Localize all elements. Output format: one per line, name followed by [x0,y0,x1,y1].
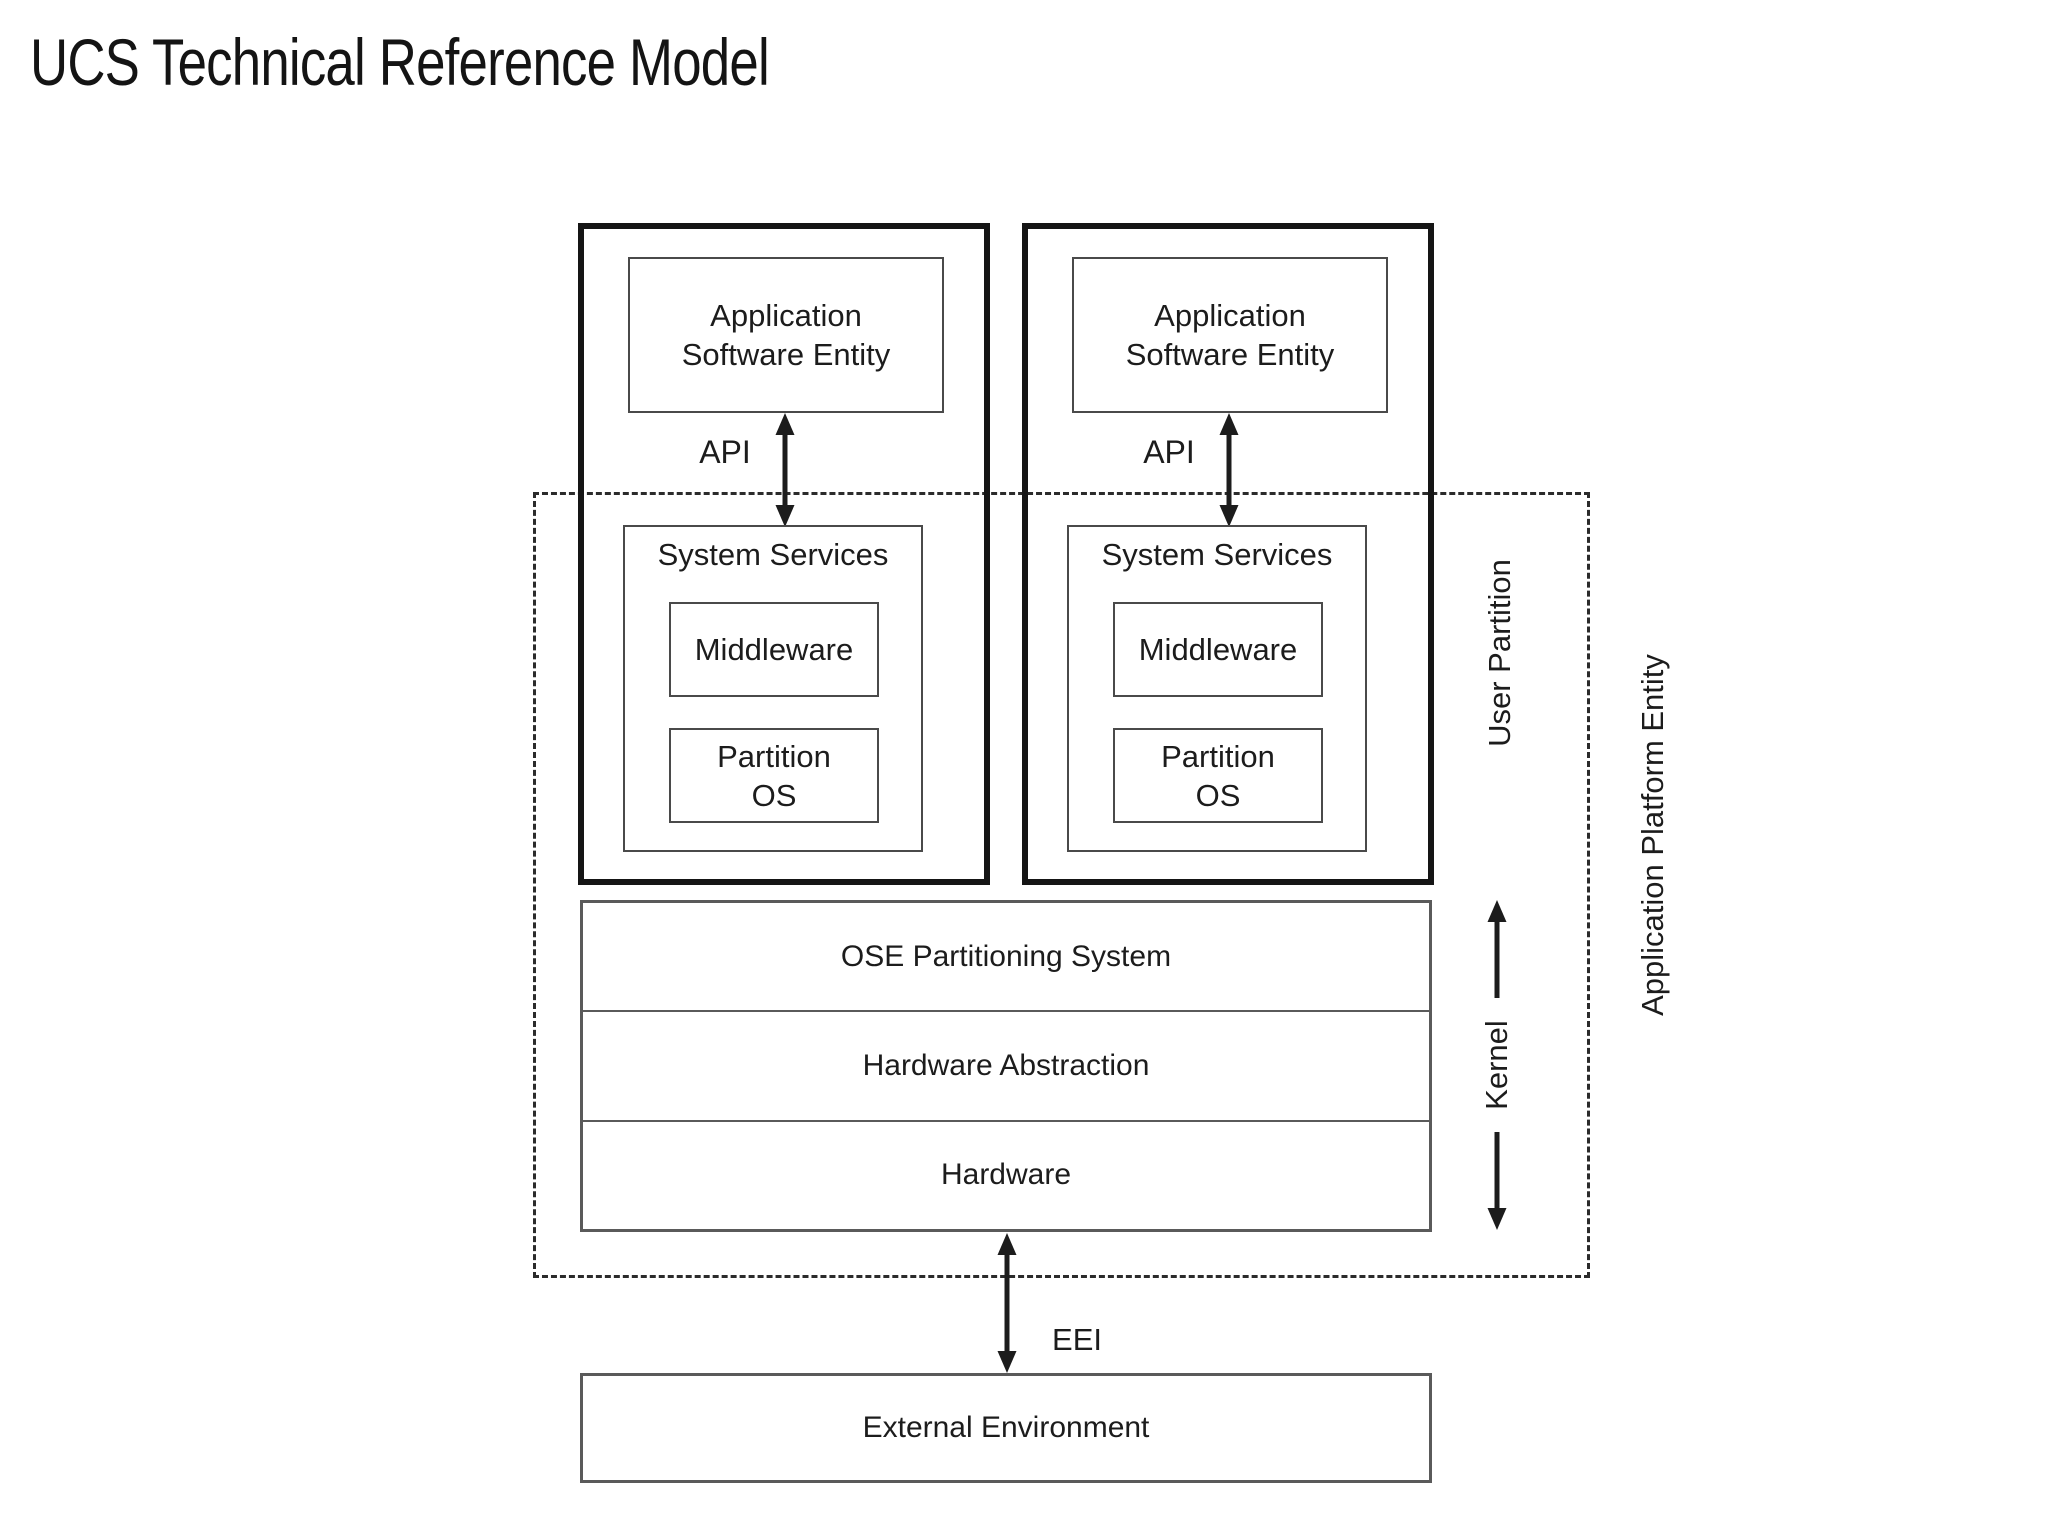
system-services-box: System Services Middleware Partition OS [1067,525,1367,852]
partition-os-line2: OS [1195,777,1241,813]
external-environment-box: External Environment [580,1373,1432,1483]
stack-row-hardware-abstraction: Hardware Abstraction [583,1010,1429,1119]
stack-row-hardware: Hardware [583,1119,1429,1229]
system-services-label: System Services [1101,537,1333,572]
api-label: API [1143,433,1195,470]
system-services-box: System Services Middleware Partition OS [623,525,923,852]
partition-os-box: Partition OS [1113,728,1323,823]
ase-label-line1: Application [710,298,862,333]
middleware-box: Middleware [669,602,879,697]
partition-os-box: Partition OS [669,728,879,823]
kernel-up-arrow [1487,900,1507,998]
application-platform-boundary [533,492,1590,1278]
ase-label-line2: Software Entity [681,337,891,372]
kernel-down-arrow [1487,1132,1507,1230]
ase-label-line1: Application [1154,298,1306,333]
partition-os-line1: Partition [717,738,831,774]
ase-label-line2: Software Entity [1125,337,1335,372]
eei-label: EEI [1052,1322,1102,1357]
eei-double-arrow [997,1233,1017,1373]
api-label: API [699,433,751,470]
application-platform-entity-label: Application Platform Entity [1635,654,1670,1016]
page-title: UCS Technical Reference Model [30,25,770,99]
api-double-arrow [1219,413,1239,527]
application-software-entity-box: Application Software Entity [628,257,944,413]
partition-os-line1: Partition [1161,738,1275,774]
api-double-arrow [775,413,795,527]
platform-stack: OSE Partitioning System Hardware Abstrac… [580,900,1432,1232]
middleware-box: Middleware [1113,602,1323,697]
partition-os-line2: OS [751,777,797,813]
user-partition-label: User Partition [1482,559,1517,747]
system-services-label: System Services [657,537,889,572]
user-partition-column-2: Application Software Entity API System S… [1022,223,1434,885]
stack-row-ose-partitioning-system: OSE Partitioning System [840,939,1172,973]
kernel-label: Kernel [1479,1020,1514,1110]
application-software-entity-box: Application Software Entity [1072,257,1388,413]
user-partition-column-1: Application Software Entity API System S… [578,223,990,885]
